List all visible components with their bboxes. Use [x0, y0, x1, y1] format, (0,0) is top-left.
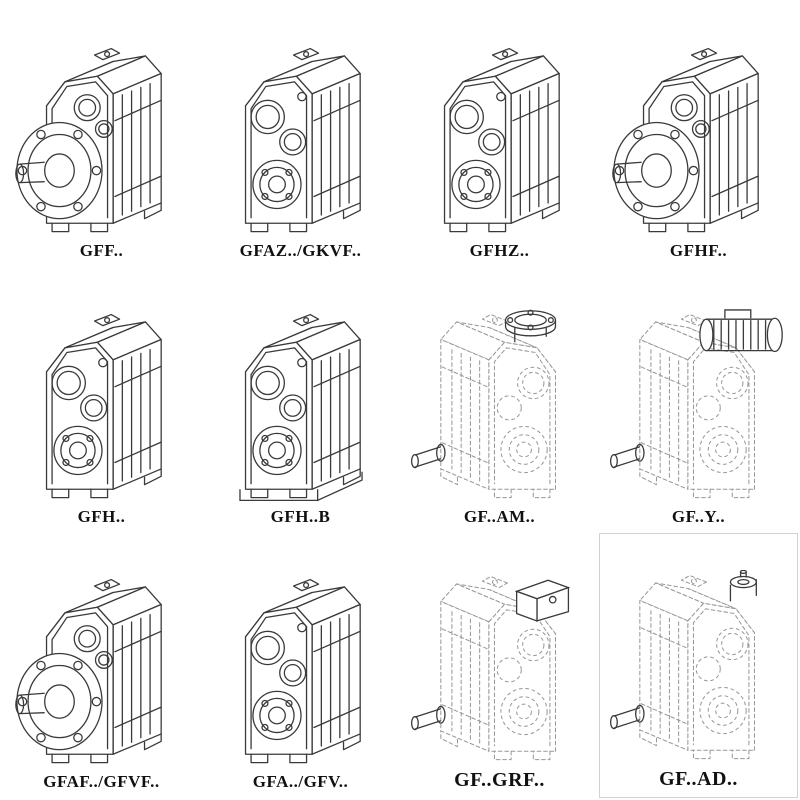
model-label: GFAF../GFVF.. — [43, 772, 160, 791]
model-label: GFH.. — [77, 506, 126, 526]
gearbox-drawing-icon — [9, 43, 195, 239]
gearbox-figure: GFHF.. — [606, 43, 792, 261]
gearbox-figure: GF..GRF.. — [407, 571, 593, 792]
gearbox-figure: GFF.. — [9, 43, 195, 261]
model-label: GF..GRF.. — [454, 769, 545, 791]
gearbox-figure: GF..AD.. — [606, 570, 792, 791]
model-label: GFHF.. — [669, 241, 728, 261]
gearbox-drawing-icon — [606, 43, 792, 239]
gearbox-drawing-icon — [407, 571, 593, 767]
catalog-cell: GFH.. — [2, 267, 201, 532]
catalog-cell: GF..AM.. — [400, 267, 599, 532]
catalog-cell: GFF.. — [2, 2, 201, 267]
model-label: GFAZ../GKVF.. — [239, 241, 362, 261]
model-label: GFH..B — [270, 506, 331, 526]
model-label: GF..AM.. — [463, 506, 536, 526]
model-label: GFF.. — [79, 241, 124, 261]
gearbox-drawing-icon — [407, 309, 593, 505]
gearbox-drawing-icon — [208, 43, 394, 239]
catalog-cell: GFAF../GFVF.. — [2, 533, 201, 798]
gearbox-figure: GFH..B — [208, 309, 394, 527]
model-label: GFHZ.. — [469, 241, 530, 261]
catalog-cell: GFA../GFV.. — [201, 533, 400, 798]
gearbox-figure: GF..AM.. — [407, 309, 593, 527]
model-label: GFA../GFV.. — [252, 772, 349, 791]
gearbox-figure: GFHZ.. — [407, 43, 593, 261]
model-label: GF..AD.. — [659, 768, 738, 790]
model-label: GF..Y.. — [671, 506, 726, 526]
gearbox-figure: GFA../GFV.. — [208, 574, 394, 792]
gearbox-drawing-icon — [606, 570, 792, 766]
gearbox-figure: GFAF../GFVF.. — [9, 574, 195, 792]
catalog-cell: GFH..B — [201, 267, 400, 532]
gearbox-drawing-icon — [9, 574, 195, 770]
catalog-cell: GF..AD.. — [599, 532, 798, 798]
gearbox-drawing-icon — [208, 309, 394, 505]
gearbox-drawing-icon — [606, 309, 792, 505]
gearbox-figure: GF..Y.. — [606, 309, 792, 527]
catalog-cell: GFHZ.. — [400, 2, 599, 267]
catalog-cell: GFHF.. — [599, 2, 798, 267]
catalog-cell: GF..Y.. — [599, 267, 798, 532]
gearbox-drawing-icon — [9, 309, 195, 505]
gearbox-drawing-icon — [208, 574, 394, 770]
catalog-cell: GFAZ../GKVF.. — [201, 2, 400, 267]
gearbox-figure: GFAZ../GKVF.. — [208, 43, 394, 261]
gearbox-drawing-icon — [407, 43, 593, 239]
gearbox-figure: GFH.. — [9, 309, 195, 527]
catalog-cell: GF..GRF.. — [400, 533, 599, 798]
